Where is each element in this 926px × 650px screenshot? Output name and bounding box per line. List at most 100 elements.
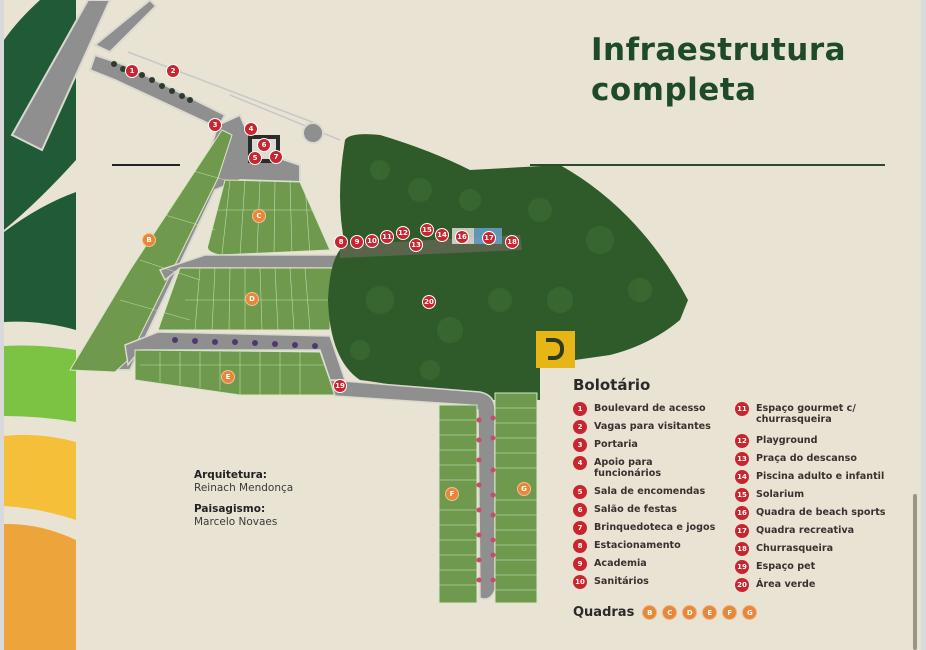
quadra-pin-g[interactable]: G [517,482,531,496]
legend-item: 4 Apoio para funcionários [573,456,715,486]
quadra-badge-g: G [742,605,758,620]
map-pin-6[interactable]: 6 [257,138,271,152]
quadra-badge-e: E [702,605,718,620]
number-badge: 10 [573,575,587,589]
legend-label: Quadra de beach sports [756,507,886,518]
quadra-pin-d[interactable]: D [245,292,259,306]
number-badge: 14 [735,470,749,484]
legend-label: Piscina adulto e infantil [756,471,885,482]
legend-label: Quadra recreativa [756,525,855,536]
map-pin-9[interactable]: 9 [350,235,364,249]
number-badge: 11 [735,402,749,416]
map-pin-5[interactable]: 5 [248,151,262,165]
number-badge: 7 [573,521,587,535]
map-pin-8[interactable]: 8 [334,235,348,249]
number-badge: 9 [573,557,587,571]
legend-item: 14 Piscina adulto e infantil [735,470,886,489]
quadra-badge-b: B [642,605,658,620]
legend-item: 3 Portaria [573,438,715,457]
legend-item: 7 Brinquedoteca e jogos [573,521,716,540]
legend-item: 18 Churrasqueira [735,542,886,561]
map-pin-17[interactable]: 17 [482,231,496,245]
legend-item: 17 Quadra recreativa [735,524,886,543]
map-pin-10[interactable]: 10 [365,234,379,248]
map-pin-11[interactable]: 11 [380,230,394,244]
legend-label: Área verde [756,579,816,590]
map-pin-16[interactable]: 16 [455,230,469,244]
title-line-1: Infraestrutura [591,32,847,68]
architecture-label: Arquitetura: [194,469,267,481]
map-pin-4[interactable]: 4 [244,122,258,136]
number-badge: 19 [735,560,749,574]
legend-item: 19 Espaço pet [735,560,886,579]
quadras-legend: Quadras B C D E F G [573,605,762,620]
quadra-pin-f[interactable]: F [445,487,459,501]
map-pin-3[interactable]: 3 [208,118,222,132]
landscaping-value: Marcelo Novaes [194,516,278,528]
number-badge: 15 [735,488,749,502]
map-pin-18[interactable]: 18 [505,235,519,249]
scrollbar-thumb[interactable] [913,494,917,650]
title-line-2: completa [591,72,757,108]
quadra-pin-c[interactable]: C [252,209,266,223]
legend-label: Boulevard de acesso [594,403,706,414]
architecture-value: Reinach Mendonça [194,482,294,494]
number-badge: 16 [735,506,749,520]
number-badge: 20 [735,578,749,592]
scroll-track [921,0,926,650]
left-edge [0,0,4,650]
map-pin-14[interactable]: 14 [435,228,449,242]
number-badge: 3 [573,438,587,452]
legend-label: Playground [756,435,818,446]
number-badge: 1 [573,402,587,416]
number-badge: 13 [735,452,749,466]
quadra-badge-d: D [682,605,698,620]
legend-item: 20 Área verde [735,578,886,597]
number-badge: 8 [573,539,587,553]
legend-label: Brinquedoteca e jogos [594,522,716,533]
legend-item: 11 Espaço gourmet c/ churrasqueira [735,402,886,435]
number-badge: 5 [573,485,587,499]
credits: Arquitetura: Reinach Mendonça Paisagismo… [194,469,293,529]
legend-label: Espaço gourmet c/ churrasqueira [756,403,856,425]
number-badge: 6 [573,503,587,517]
legend-label: Estacionamento [594,540,681,551]
number-badge: 17 [735,524,749,538]
legend-label: Churrasqueira [756,543,834,554]
title-divider [530,164,885,166]
legend-label: Apoio para funcionários [594,457,662,479]
map-pin-7[interactable]: 7 [269,150,283,164]
number-badge: 4 [573,456,587,470]
quadra-badge-c: C [662,605,678,620]
map-pin-1[interactable]: 1 [125,64,139,78]
legend-label: Portaria [594,439,638,450]
legend-item: 9 Academia [573,557,715,576]
legend-item: 16 Quadra de beach sports [735,506,886,525]
legend-item: 8 Estacionamento [573,539,715,558]
legend-label: Espaço pet [756,561,816,572]
page-title: Infraestrutura completa [591,30,846,110]
map-pin-12[interactable]: 12 [396,226,410,240]
landscaping-label: Paisagismo: [194,503,266,515]
quadra-pin-b[interactable]: B [142,233,156,247]
quadra-pin-e[interactable]: E [221,370,235,384]
map-pin-20[interactable]: 20 [422,295,436,309]
legend-item: 1 Boulevard de acesso [573,402,715,421]
legend-heading: Bolotário [573,376,651,394]
map-pin-19[interactable]: 19 [333,379,347,393]
map-pin-13[interactable]: 13 [409,238,423,252]
legend-label: Academia [594,558,647,569]
number-badge: 2 [573,420,587,434]
map-pin-2[interactable]: 2 [166,64,180,78]
map-pin-15[interactable]: 15 [420,223,434,237]
legend-label: Sanitários [594,576,649,587]
legend-item: 10 Sanitários [573,575,715,594]
number-badge: 18 [735,542,749,556]
